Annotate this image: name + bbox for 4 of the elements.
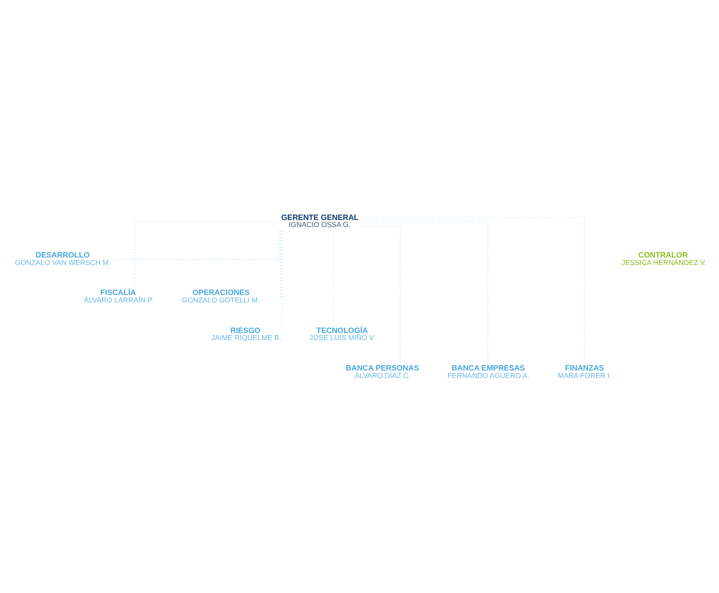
connector <box>113 230 280 260</box>
connector <box>361 221 488 362</box>
connector <box>361 226 400 363</box>
connector <box>361 216 585 362</box>
